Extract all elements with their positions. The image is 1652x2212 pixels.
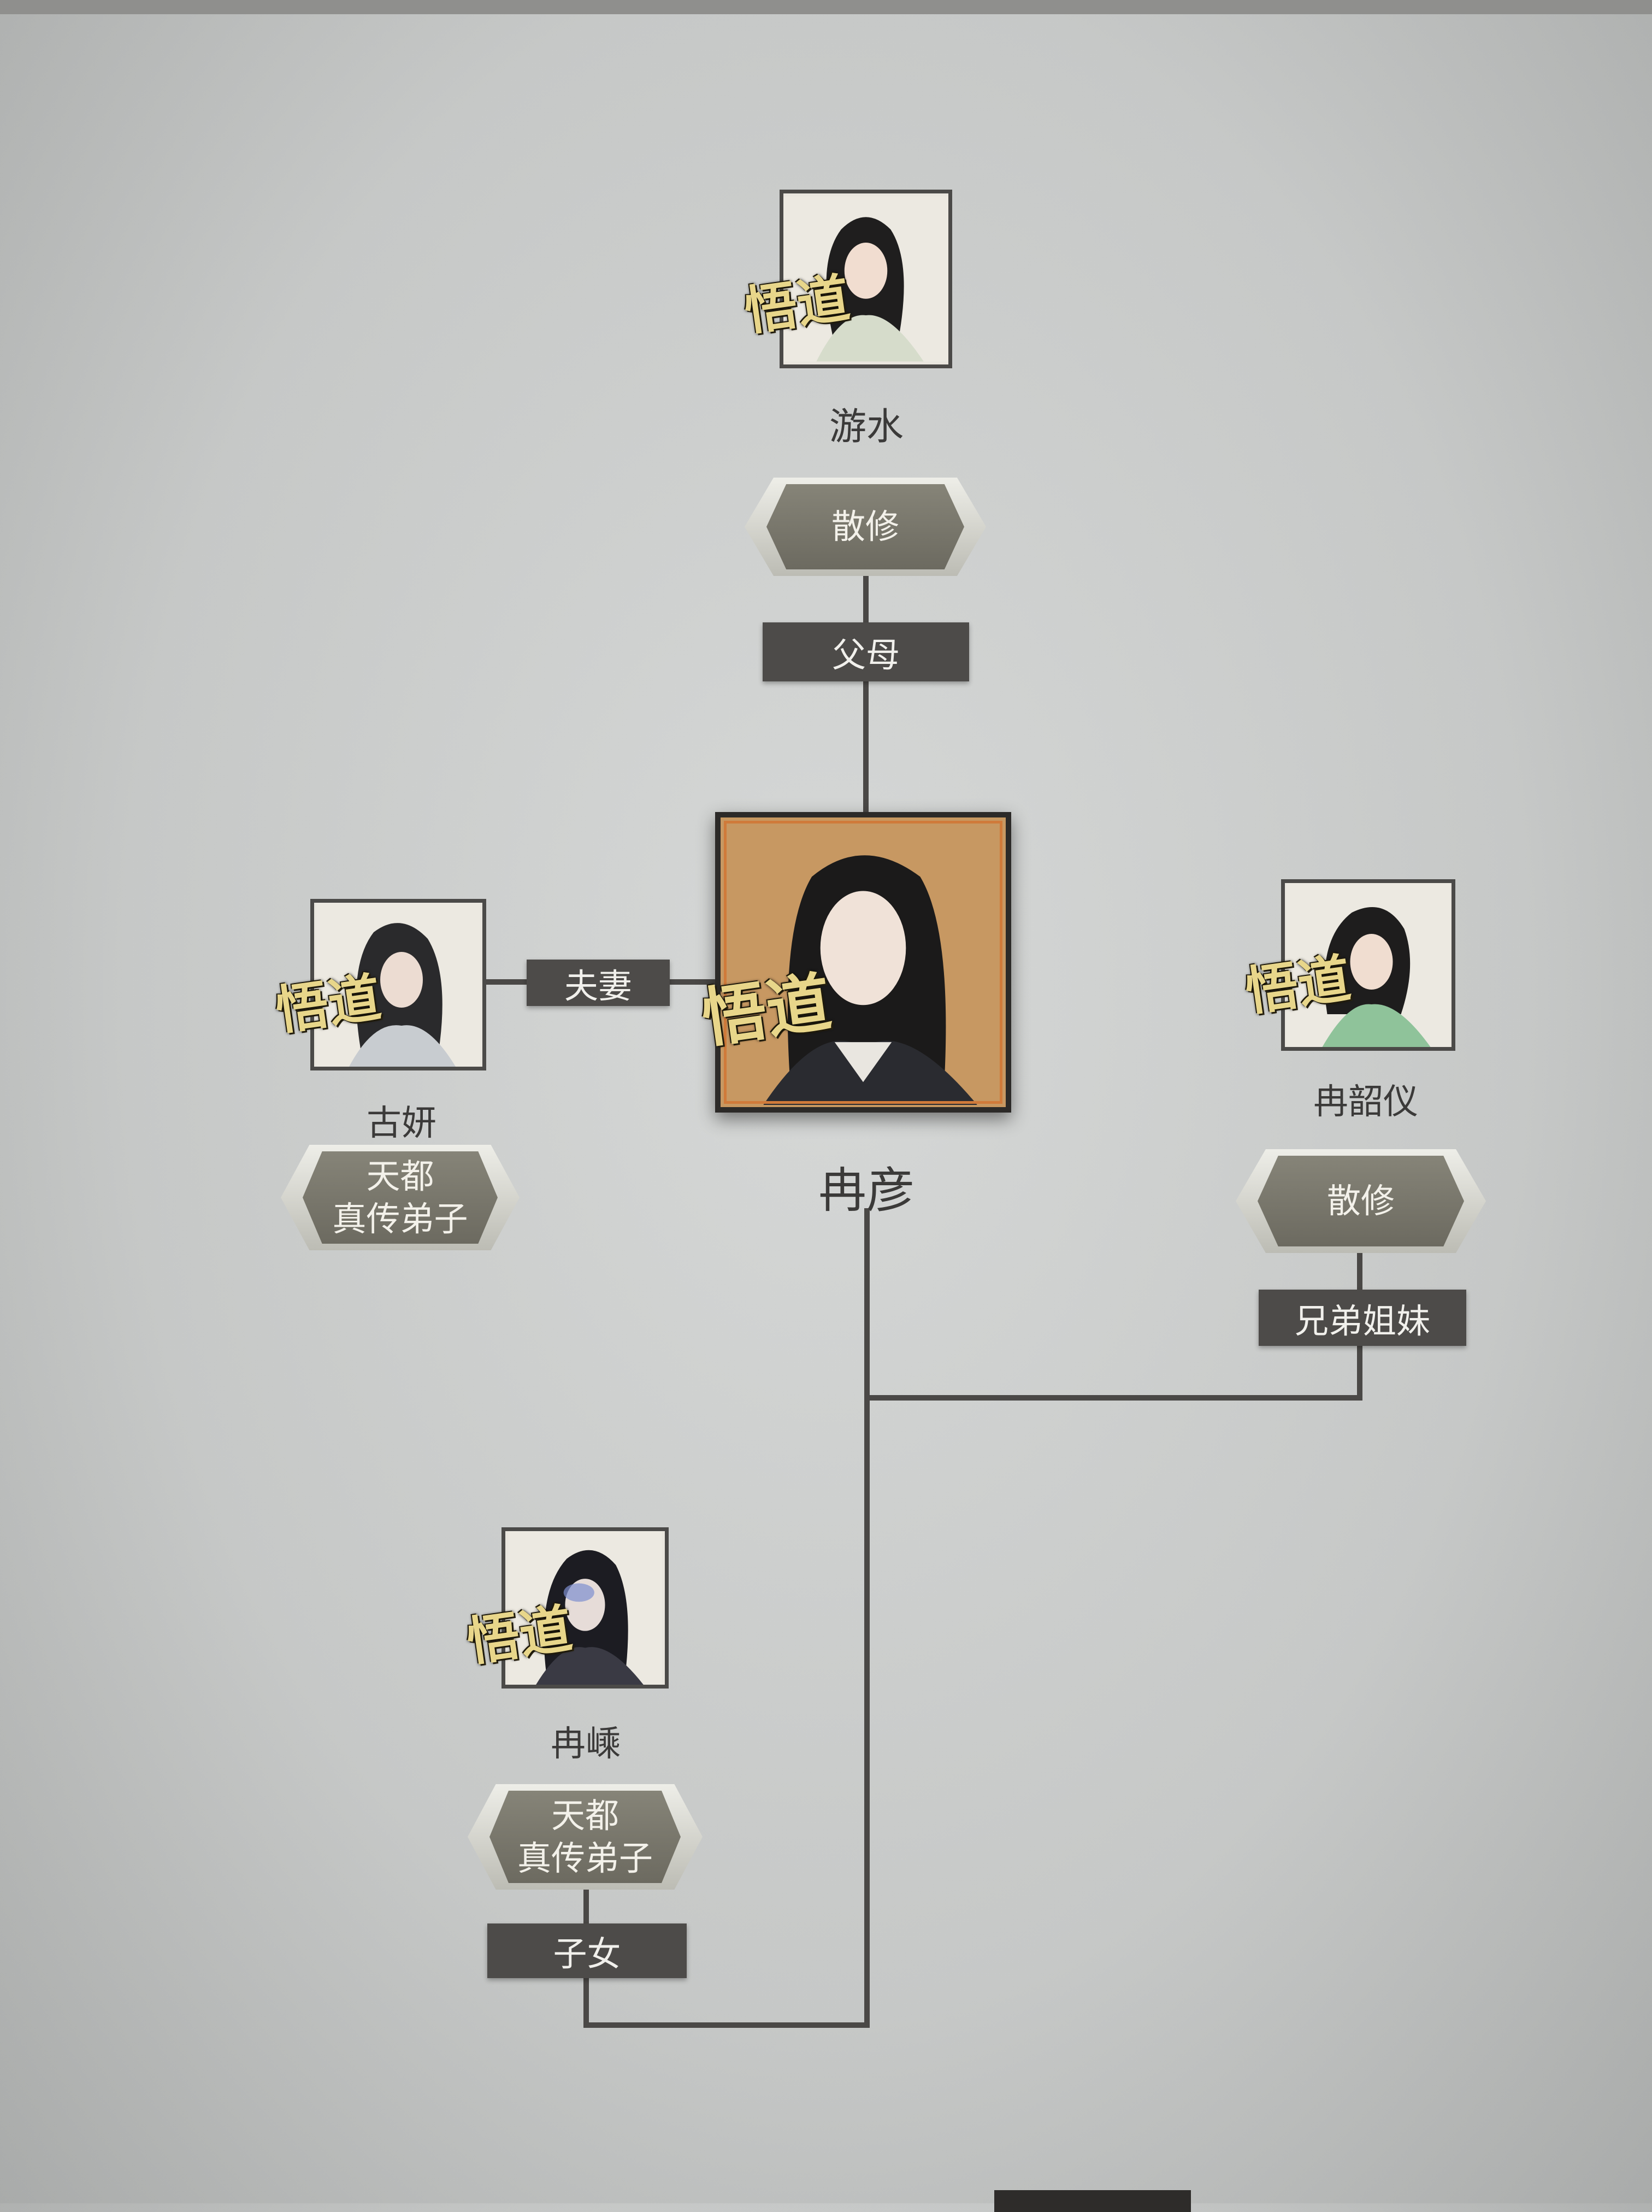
wudao-badge: 悟道 <box>272 966 385 1042</box>
faction-text: 天都 <box>551 1796 619 1836</box>
relation-label-sibling: 兄弟姐妹 <box>1259 1290 1466 1346</box>
portrait-spouse[interactable] <box>310 899 486 1070</box>
faction-badge-spouse: 天都真传弟子 <box>281 1145 520 1250</box>
faction-text: 天都 <box>366 1156 434 1196</box>
female-portrait-icon <box>1286 883 1450 1047</box>
female-portrait-icon <box>783 196 948 362</box>
faction-text: 散修 <box>831 507 899 547</box>
wudao-badge: 悟道 <box>1242 947 1354 1023</box>
name-child: 冉嵊 <box>551 1724 621 1764</box>
faction-badge-parent: 散修 <box>745 478 986 576</box>
name-spouse: 古妍 <box>367 1103 436 1144</box>
name-center: 冉彦 <box>818 1162 915 1219</box>
name-sibling: 冉韶仪 <box>1313 1082 1418 1122</box>
portrait-center[interactable] <box>715 812 1011 1113</box>
name-parent: 游水 <box>829 405 904 449</box>
wudao-badge: 悟道 <box>463 1597 576 1673</box>
relation-label-child: 子女 <box>487 1923 687 1978</box>
wudao-badge: 悟道 <box>697 963 836 1057</box>
portrait-child[interactable] <box>502 1527 669 1689</box>
wudao-badge: 悟道 <box>741 267 853 343</box>
connector-trunk <box>864 1208 870 2028</box>
relation-label-parent: 父母 <box>763 622 969 681</box>
relation-label-spouse: 夫妻 <box>527 960 670 1006</box>
connector-parent <box>863 576 869 812</box>
faction-badge-sibling: 散修 <box>1236 1149 1486 1253</box>
faction-rank-text: 真传弟子 <box>517 1838 653 1878</box>
connector-child-h <box>583 2022 870 2028</box>
connector-sibling-h <box>864 1395 1361 1401</box>
faction-badge-child: 天都真传弟子 <box>468 1784 703 1890</box>
screen-edge <box>0 0 1652 14</box>
portrait-icon <box>508 1531 662 1685</box>
portrait-parent[interactable] <box>780 190 952 368</box>
faction-rank-text: 真传弟子 <box>332 1198 468 1239</box>
portrait-sibling[interactable] <box>1281 879 1455 1051</box>
bottom-button-partial[interactable] <box>994 2190 1191 2212</box>
faction-text: 散修 <box>1326 1181 1395 1221</box>
female-portrait-icon <box>316 903 480 1067</box>
male-portrait-icon <box>721 820 1006 1105</box>
